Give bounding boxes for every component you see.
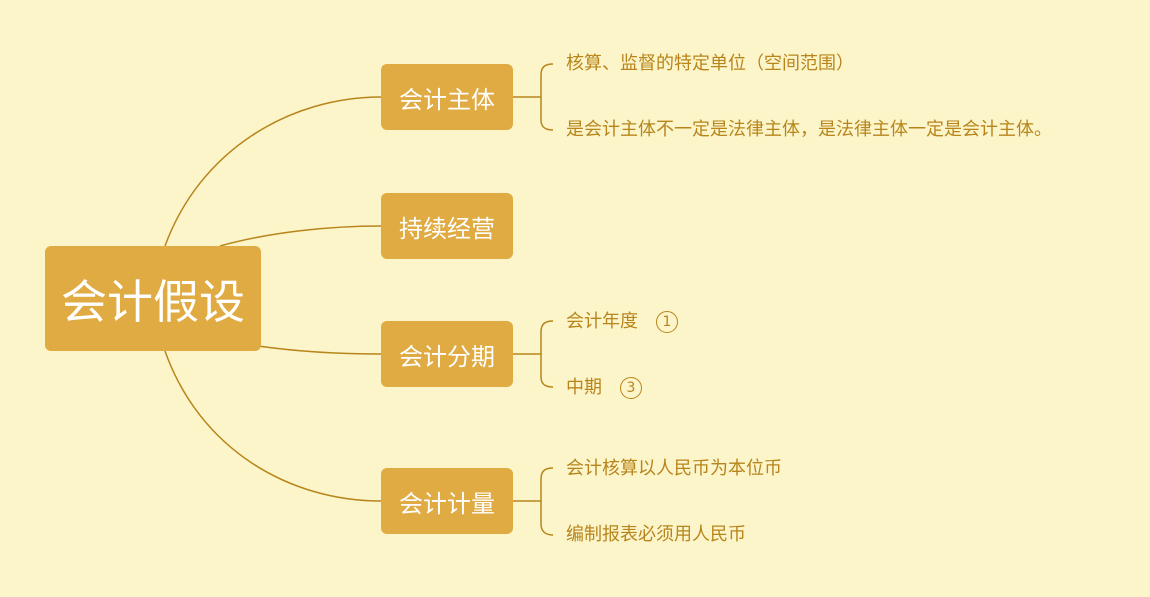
connector-root-branch-3	[257, 345, 382, 355]
priority-marker-icon: 3	[620, 377, 642, 399]
leaf-node[interactable]: 会计年度 1	[566, 310, 678, 334]
branch-node-label: 会计分期	[399, 342, 495, 371]
priority-marker-icon: 1	[656, 311, 678, 333]
connector-branch-4-bracket	[540, 467, 554, 536]
connector-branch-3-bracket	[540, 320, 554, 388]
root-node-label: 会计假设	[61, 274, 245, 329]
branch-node-accounting-measurement[interactable]: 会计计量	[381, 468, 513, 534]
branch-node-label: 会计计量	[399, 489, 495, 518]
leaf-node-label: 编制报表必须用人民币	[566, 524, 746, 545]
leaf-node-label: 会计核算以人民币为本位币	[566, 458, 782, 479]
leaf-node[interactable]: 编制报表必须用人民币	[566, 523, 746, 547]
leaf-node-label: 核算、监督的特定单位（空间范围）	[566, 53, 854, 74]
branch-node-label: 会计主体	[399, 85, 495, 114]
leaf-node[interactable]: 是会计主体不一定是法律主体，是法律主体一定是会计主体。	[566, 118, 1052, 142]
branch-node-accounting-period[interactable]: 会计分期	[381, 321, 513, 387]
connector-branch-1-bracket	[540, 63, 554, 131]
root-node[interactable]: 会计假设	[45, 246, 261, 351]
leaf-node[interactable]: 核算、监督的特定单位（空间范围）	[566, 52, 854, 76]
connector-root-branch-2	[219, 225, 382, 247]
leaf-node-label: 中期	[566, 377, 602, 398]
connector-root-branch-1	[164, 96, 382, 247]
branch-node-going-concern[interactable]: 持续经营	[381, 193, 513, 259]
branch-node-label: 持续经营	[399, 214, 495, 243]
leaf-node-label: 会计年度	[566, 311, 638, 332]
leaf-node[interactable]: 中期 3	[566, 376, 642, 400]
connector-root-branch-4	[164, 350, 382, 502]
leaf-node[interactable]: 会计核算以人民币为本位币	[566, 457, 782, 481]
branch-node-accounting-entity[interactable]: 会计主体	[381, 64, 513, 130]
leaf-node-label: 是会计主体不一定是法律主体，是法律主体一定是会计主体。	[566, 119, 1052, 140]
